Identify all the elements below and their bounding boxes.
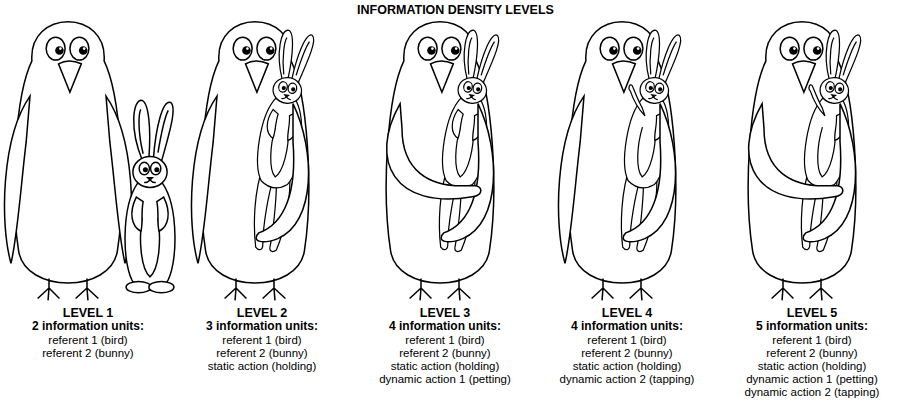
unit-item: referent 1 (bird) <box>560 334 695 347</box>
unit-item: referent 2 (bunny) <box>206 347 318 360</box>
unit-item: static action (holding) <box>206 360 318 373</box>
level-heading: LEVEL 3 <box>379 306 511 320</box>
bunny-tapping-bird <box>558 22 683 301</box>
unit-item: static action (holding) <box>560 360 695 373</box>
unit-item: referent 1 (bird) <box>745 334 880 347</box>
petting-wing <box>387 104 481 199</box>
holding-wing <box>623 104 675 242</box>
bunny-figure <box>244 28 316 253</box>
level-heading: LEVEL 1 <box>32 306 144 320</box>
unit-item: dynamic action 1 (petting) <box>745 373 880 386</box>
holding-wing <box>256 104 308 242</box>
level-column: LEVEL 12 information units:referent 1 (b… <box>32 306 144 360</box>
bird-holding-bunny <box>191 22 316 301</box>
bird-body <box>14 22 122 301</box>
unit-item: referent 2 (bunny) <box>745 347 880 360</box>
bird-figure <box>4 22 131 301</box>
bunny-figure <box>429 28 501 253</box>
unit-item: static action (holding) <box>745 360 880 373</box>
holding-wing <box>803 104 855 242</box>
unit-item: referent 1 (bird) <box>206 334 318 347</box>
unit-count: 3 information units: <box>206 320 318 334</box>
bird-petting-and-tapping <box>748 22 863 301</box>
unit-item: referent 2 (bunny) <box>560 347 695 360</box>
unit-item: referent 2 (bunny) <box>379 347 511 360</box>
level-heading: LEVEL 4 <box>560 306 695 320</box>
unit-item: referent 1 (bird) <box>32 334 144 347</box>
petting-wing <box>749 104 843 199</box>
bunny-feet <box>126 281 174 292</box>
level-column: LEVEL 44 information units:referent 1 (b… <box>560 306 695 386</box>
unit-item: dynamic action 1 (petting) <box>379 373 511 386</box>
bird-wing <box>4 96 30 263</box>
bunny-body <box>125 100 175 290</box>
holding-wing <box>441 104 493 242</box>
level-column: LEVEL 55 information units:referent 1 (b… <box>745 306 880 399</box>
bunny-arms <box>132 197 168 231</box>
unit-count: 4 information units: <box>560 320 695 334</box>
unit-item: static action (holding) <box>379 360 511 373</box>
level-column: LEVEL 23 information units:referent 1 (b… <box>206 306 318 373</box>
unit-item: referent 1 (bird) <box>379 334 511 347</box>
bird-wing <box>558 96 584 263</box>
unit-count: 4 information units: <box>379 320 511 334</box>
diagram-title: INFORMATION DENSITY LEVELS <box>0 3 911 17</box>
bird-wing <box>191 96 217 263</box>
unit-item: dynamic action 2 (tapping) <box>560 373 695 386</box>
level-heading: LEVEL 5 <box>745 306 880 320</box>
unit-item: dynamic action 2 (tapping) <box>745 386 880 399</box>
bunny-figure <box>787 28 864 254</box>
unit-item: referent 2 (bunny) <box>32 347 144 360</box>
bunny-figure <box>125 100 175 293</box>
level-column: LEVEL 34 information units:referent 1 (b… <box>379 306 511 386</box>
unit-count: 2 information units: <box>32 320 144 334</box>
unit-count: 5 information units: <box>745 320 880 334</box>
bird-petting-bunny <box>386 22 501 301</box>
level-heading: LEVEL 2 <box>206 306 318 320</box>
bunny-figure <box>607 28 684 254</box>
